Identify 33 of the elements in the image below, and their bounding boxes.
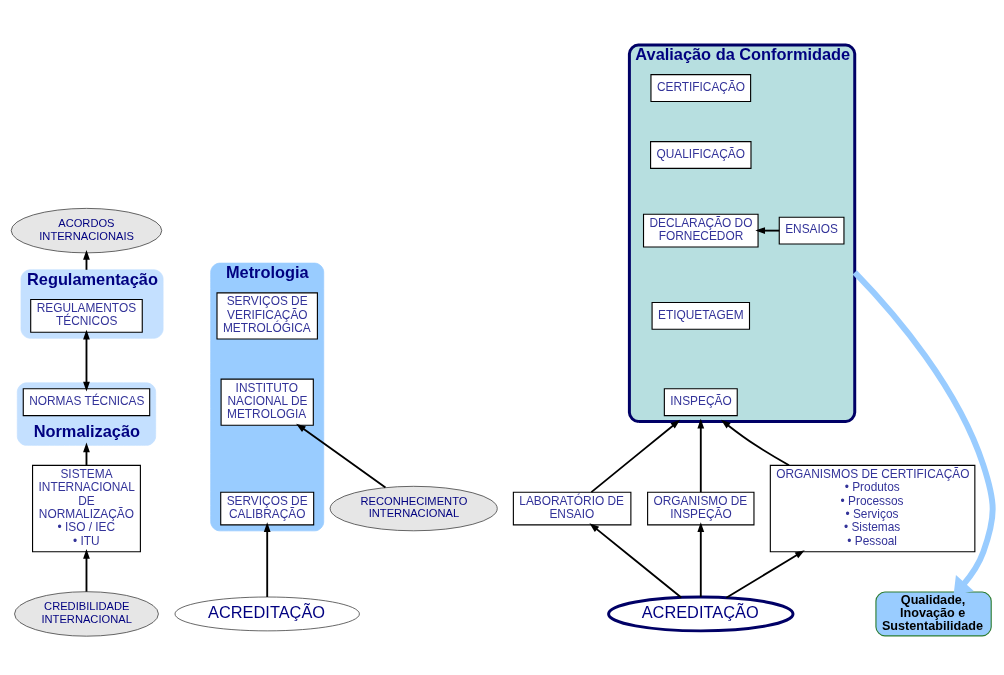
arrow: [725, 550, 805, 599]
arrow: [720, 419, 790, 467]
node-box: NORMAS TÉCNICAS: [22, 388, 151, 417]
node-box: SERVIÇOS DE VERIFICAÇÃO METROLÓGICA: [216, 292, 318, 340]
arrow: [263, 522, 271, 598]
node-box: DECLARAÇÃO DO FORNECEDOR: [642, 213, 759, 248]
node-box: SISTEMA INTERNACIONAL DE NORMALIZAÇÃO • ISO / IEC • ITU: [32, 464, 141, 553]
node-box: INSPEÇÃO: [663, 388, 738, 417]
arrow: [589, 523, 683, 599]
arrow: [296, 423, 387, 489]
node-box: ORGANISMOS DE CERTIFICAÇÃO • Produtos • Processos • Serviços • Sistemas • Pessoal: [769, 464, 976, 553]
node-box: CERTIFICAÇÃO: [650, 74, 752, 102]
node-box: LABORATÓRIO DE ENSAIO: [512, 491, 632, 526]
arrow: [852, 270, 996, 596]
arrow: [83, 549, 90, 593]
node-box: QUALIFICAÇÃO: [650, 141, 752, 169]
node-box: ETIQUETAGEM: [651, 302, 751, 330]
arrow: [697, 418, 705, 494]
arrow: [83, 329, 90, 392]
node-box: REGULAMENTOS TÉCNICOS: [30, 299, 143, 333]
node-ellipse: ACREDITAÇÃO: [607, 595, 795, 633]
arrow: [697, 522, 705, 598]
node-box: ENSAIOS: [778, 216, 845, 245]
node-ellipse: ACREDITAÇÃO: [174, 596, 360, 632]
arrow: [755, 227, 781, 235]
arrow: [590, 419, 681, 494]
node-box: ORGANISMO DE INSPEÇÃO: [647, 491, 755, 526]
node-ellipse: ACORDOS INTERNACIONAIS: [10, 208, 163, 254]
node-ellipse: CREDIBILIDADE INTERNACIONAL: [14, 591, 159, 637]
node-box: SERVIÇOS DE CALIBRAÇÃO: [220, 491, 315, 526]
node-box: Qualidade, Inovação e Sustentabilidade: [875, 591, 992, 637]
node-box: INSTITUTO NACIONAL DE METROLOGIA: [220, 378, 314, 426]
node-ellipse: RECONHECIMENTO INTERNACIONAL: [329, 485, 498, 532]
